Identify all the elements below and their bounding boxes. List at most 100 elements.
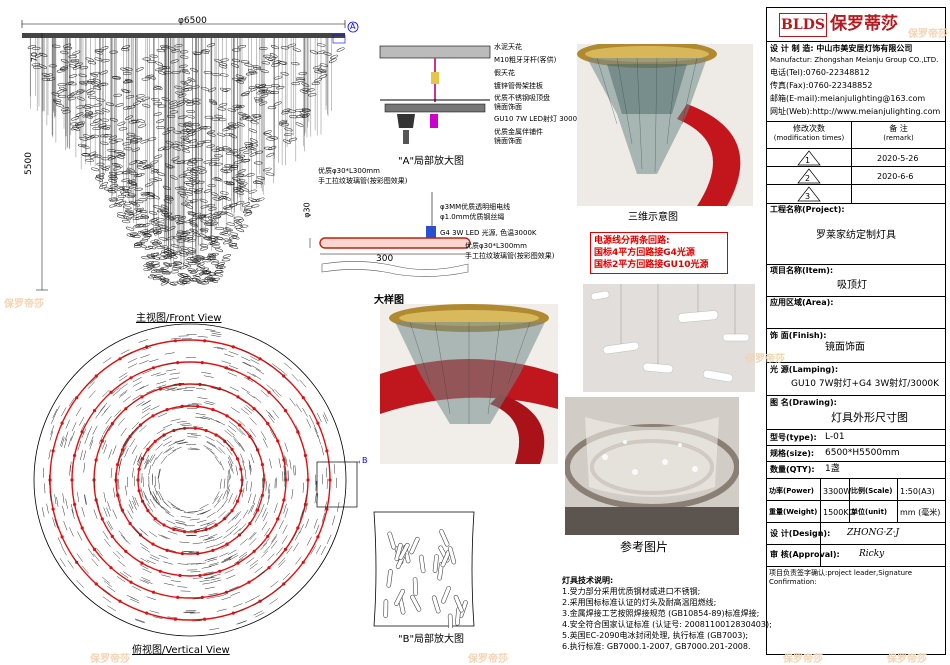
email: 邮箱(E-mail):meianjulighting@163.com: [770, 94, 925, 104]
tech-note-item: 1.受力部分采用优质钢材或进口不锈钢;: [562, 586, 772, 597]
type-label: 型号(type):: [770, 433, 817, 443]
revision-no: 3: [805, 192, 810, 202]
maker-value: 中山市美安居灯饰有限公司: [816, 44, 912, 53]
project-value: 罗莱家纺定制灯具: [767, 230, 945, 242]
maker-en: Manufactur: Zhongshan Meianju Group CO.,…: [770, 56, 938, 65]
render-image-2: [380, 304, 558, 464]
item-value: 吸顶灯: [837, 280, 867, 292]
detail-a-label: 镀锌管骨架挂板: [494, 82, 584, 94]
design-value: ZHONG·Z·J: [847, 528, 899, 539]
company-logo-cn: 保罗蒂莎: [830, 13, 898, 35]
tech-note-item: 5.英国EC-2090电冰封闭处理, 执行标准 (GB7003);: [562, 630, 772, 641]
type-value: L-01: [825, 432, 845, 443]
detail-a-label: M10粗牙牙杆(客供): [494, 56, 584, 69]
size-label: 规格(size):: [770, 449, 814, 459]
approval-label: 审 核(Approval):: [770, 550, 840, 560]
power-note: 电源线分两条回路: 国标4平方回路接G4光源 国标2平方回路接GU10光源: [590, 232, 728, 274]
large-detail-dim-30: φ30: [303, 202, 313, 217]
large-detail-label: φ1.0mm优质钢丝绳: [440, 213, 504, 222]
vertical-view-caption: 俯视图/Vertical View: [132, 641, 230, 656]
large-detail-label: φ3MM优质透明细电线: [440, 203, 510, 212]
revision-date: 2020-5-26: [877, 154, 918, 164]
drawing-value: 灯具外形尺寸图: [831, 411, 908, 424]
approval-value: Ricky: [859, 549, 884, 560]
watermark: 保罗帝莎: [887, 650, 927, 665]
detail-a-label: 镜面饰面: [494, 137, 584, 146]
remark-header-en: (remark): [852, 134, 945, 143]
watermark: 保罗帝莎: [745, 350, 785, 365]
tech-note-item: 2.采用国标标准认证的灯头及耐高温阻燃线;: [562, 597, 772, 608]
detail-a-label: 水泥天花: [494, 43, 584, 56]
power-note-title: 电源线分两条回路:: [594, 235, 724, 247]
power-value: 3300W: [823, 487, 851, 497]
qty-value: 1盏: [825, 464, 840, 475]
tech-notes-title: 灯具技术说明:: [562, 575, 772, 586]
detail-a-label: 镜面饰面: [494, 103, 584, 115]
qty-label: 数量(QTY):: [770, 465, 815, 475]
revision-no: 2: [805, 174, 810, 184]
maker-label-text: 设 计 制 造:: [770, 44, 814, 53]
watermark: 保罗帝莎: [783, 650, 823, 665]
scale-value: 1:50(A3): [900, 487, 935, 497]
large-detail-label: G4 3W LED 光源, 色温3000K: [440, 229, 537, 238]
maker-label: 设 计 制 造: 中山市美安居灯饰有限公司: [770, 44, 912, 54]
marker-a-label: A: [350, 22, 355, 32]
size-value: 6500*H5500mm: [825, 448, 900, 459]
revision-date: 2020-6-6: [877, 172, 913, 182]
finish-label: 饰 面(Finish):: [770, 331, 826, 341]
detail-a-label: 优质金属伴铺件: [494, 128, 584, 137]
large-detail-label-top2: 手工拉纹玻璃管(按彩图效果): [318, 177, 407, 186]
item-label: 项目名称(Item):: [770, 266, 833, 276]
drawing-label: 图 名(Drawing):: [770, 398, 837, 408]
detail-a-labels: 水泥天花 M10粗牙牙杆(客供) 假天花 镀锌管骨架挂板 优质不锈钢吸顶盘 镜面…: [494, 43, 584, 146]
watermark: 保罗帝莎: [90, 650, 130, 665]
scale-label: 比例(Scale): [851, 487, 892, 496]
marker-b-label: B: [362, 456, 368, 466]
revision-no: 1: [805, 156, 810, 166]
detail-b-caption: "B"局部放大图: [398, 630, 464, 645]
tech-note-item: 6.执行标准: GB7000.1-2007, GB7000.201-2008.: [562, 641, 772, 652]
fax: 传真(Fax):0760-22348852: [770, 81, 872, 91]
reference-caption: 参考图片: [620, 538, 668, 555]
large-detail-label: 手工拉纹玻璃管(按彩图效果): [465, 252, 554, 261]
tel: 电话(Tel):0760-22348812: [770, 68, 870, 78]
watermark: 保罗帝莎: [468, 650, 508, 665]
reference-image-2: [565, 397, 739, 535]
detail-a-drawing: [375, 42, 495, 152]
title-block: BLDS 保罗蒂莎 设 计 制 造: 中山市美安居灯饰有限公司 Manufact…: [766, 7, 946, 655]
detail-a-label: 假天花: [494, 69, 584, 82]
tech-note-item: 4.安全符合国家认证标准 (认证号: 2008110012830403);: [562, 619, 772, 630]
confirm-label: 项目负责签字确认:project leader,Signature Confir…: [769, 569, 943, 587]
remark-header: 备 注: [852, 124, 945, 134]
power-label: 功率(Power): [769, 487, 814, 496]
detail-b-drawing: [370, 510, 478, 628]
company-logo: BLDS: [779, 13, 827, 37]
finish-value: 镜面饰面: [825, 342, 865, 354]
weight-label: 重量(Weight): [769, 508, 817, 517]
vertical-view-drawing: [20, 322, 360, 642]
large-detail-dim-300: 300: [376, 254, 393, 265]
front-top-dim: 70: [30, 52, 40, 62]
lamping-label: 光 源(Lamping):: [770, 365, 838, 375]
detail-a-label: GU10 7W LED射灯 3000K: [494, 115, 584, 128]
detail-a-caption: "A"局部放大图: [398, 152, 464, 167]
power-note-line2: 国标2平方回路接GU10光源: [594, 259, 724, 271]
unit-label: 单位(unit): [851, 508, 887, 517]
large-detail-label: 优质φ30*L300mm: [465, 242, 527, 251]
watermark: 保罗帝莎: [4, 295, 44, 310]
large-detail-label-top1: 优质φ30*L300mm: [318, 167, 380, 176]
design-label: 设 计(Design):: [770, 529, 830, 539]
watermark: 保罗帝莎: [908, 25, 948, 40]
render-caption: 三维示意图: [628, 208, 678, 223]
power-note-line1: 国标4平方回路接G4光源: [594, 247, 724, 259]
detail-a-label: 优质不锈钢吸顶盘: [494, 94, 584, 103]
mod-header: 修改次数: [767, 124, 851, 134]
lamping-value: GU10 7W射灯+G4 3W射灯/3000K: [791, 379, 939, 390]
tech-note-item: 3.金属焊接工艺按照焊接规范 (GB10854-89)标准焊接;: [562, 608, 772, 619]
reference-image-1: [583, 284, 755, 392]
project-label: 工程名称(Project):: [770, 205, 845, 215]
area-label: 应用区域(Area):: [770, 298, 833, 308]
website: 网址(Web):http://www.meianjulighting.com: [770, 107, 940, 117]
mod-header-en: (modification times): [767, 134, 851, 143]
front-width-dim: φ6500: [178, 16, 207, 27]
